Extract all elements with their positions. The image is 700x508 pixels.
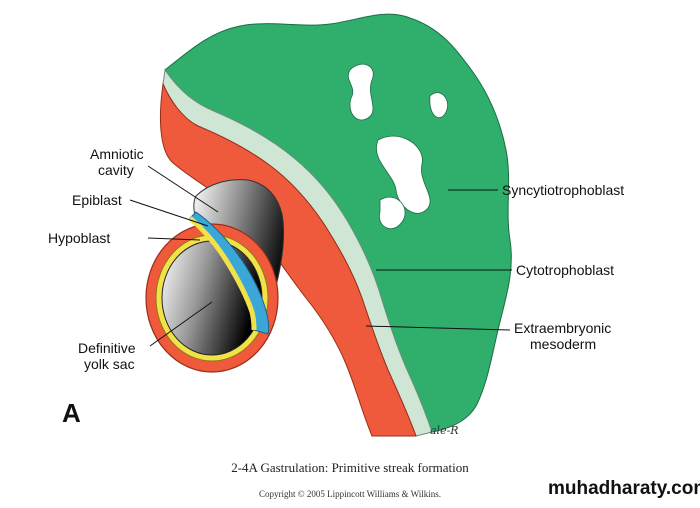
label-hypoblast: Hypoblast [48,230,111,246]
watermark: muhadharaty.com [548,478,700,499]
label-yolk-line-1: Definitive [78,340,136,356]
leader-amniotic [147,165,219,213]
label-amniotic-line-2: cavity [98,162,134,178]
label-extraembryonic-line-1: Extraembryonic [514,320,612,336]
lacuna-1 [347,63,374,121]
label-cytotrophoblast: Cytotrophoblast [516,262,615,278]
copyright-notice: Copyright © 2005 Lippincott Williams & W… [258,489,442,499]
lacuna-4 [429,92,448,118]
artist-signature: ale-R [430,424,459,437]
label-epiblast: Epiblast [72,192,122,208]
leader-hypoblast [147,237,201,241]
leader-epiblast [129,199,209,227]
leader-extra [365,325,511,331]
lacuna-3 [378,196,406,230]
panel-letter: A [62,398,81,428]
label-amniotic-line-1: Amniotic [90,146,144,162]
hypoblast-line [188,216,257,331]
lacuna-2 [376,135,431,214]
label-extraembryonic-line-2: mesoderm [530,336,597,352]
label-syncytiotrophoblast: Syncytiotrophoblast [502,182,625,198]
leader-yolk [149,301,213,347]
label-yolk-line-2: yolk sac [84,356,135,372]
figure-caption: 2-4A Gastrulation: Primitive streak form… [231,460,469,475]
